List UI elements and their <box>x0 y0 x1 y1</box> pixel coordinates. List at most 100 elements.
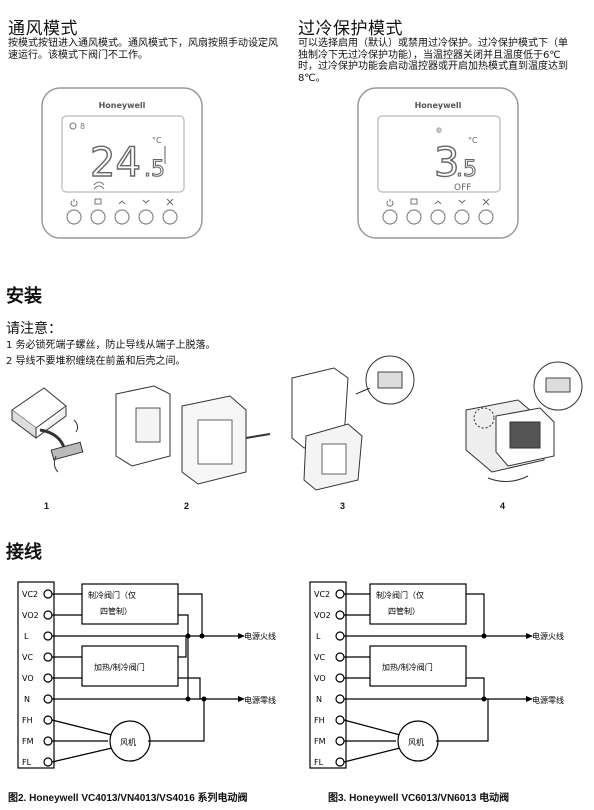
down-button[interactable] <box>138 209 154 225</box>
terminal-label: VO2 <box>22 611 39 620</box>
terminal-screw <box>43 589 53 599</box>
terminal-label: N <box>24 695 30 704</box>
wiring-diagram-1: VC2 VO2 L VC VO N FH FM FL <box>17 581 276 769</box>
thermostat2-temp: 3 <box>434 140 459 186</box>
chevron-down-icon <box>458 199 466 204</box>
terminal-label: FL <box>22 758 32 767</box>
terminal-screw <box>335 631 345 641</box>
figure-caption-3: 图3. Honeywell VC6013/VN6013 电动阀 <box>328 793 510 804</box>
chevron-up-icon <box>434 200 442 205</box>
valve-heat-label: 加热/制冷阀门 <box>94 662 145 672</box>
install-step-3-illustration <box>291 355 415 491</box>
terminal-screw <box>335 589 345 599</box>
overcool-line: 可以选择启用（默认）或禁用过冷保护。过冷保护模式下（单 <box>298 38 568 49</box>
live-wire-label: 电源火线 <box>532 631 564 641</box>
fan-mode-description: 按模式按钮进入通风模式。通风模式下，风扇按照手动设定风 速运行。该模式下阀门不工… <box>8 38 293 61</box>
terminal-screw <box>335 736 345 746</box>
fan-speed-button[interactable] <box>162 209 178 225</box>
arrow-icon <box>526 696 533 702</box>
power-button[interactable] <box>66 209 82 225</box>
overcool-line: 8℃。 <box>298 72 326 84</box>
mode-icon <box>410 198 418 205</box>
terminal-label: VO <box>314 674 326 683</box>
thermostat2-temp-decimal: .5 <box>456 157 477 182</box>
terminal-label: FL <box>314 758 324 767</box>
thermostat2-unit: °C <box>468 136 478 145</box>
down-button[interactable] <box>454 209 470 225</box>
neutral-wire-label: 电源零线 <box>532 695 564 705</box>
fan-label: 风机 <box>120 737 136 747</box>
install-item: 2 导线不要堆积缠绕在前盖和后壳之间。 <box>6 356 186 367</box>
step-number: 4 <box>500 501 506 511</box>
terminal-screw <box>335 652 345 662</box>
terminal-screw <box>43 631 53 641</box>
install-step-1-illustration <box>11 387 84 473</box>
thermostat1-temp: 24 <box>90 140 141 186</box>
clock-icon <box>69 122 77 130</box>
up-button[interactable] <box>430 209 446 225</box>
valve-cool-label: 四管制） <box>388 606 420 616</box>
valve-heat-label: 加热/制冷阀门 <box>382 662 433 672</box>
chevron-up-icon <box>118 200 126 205</box>
terminal-screw <box>43 736 53 746</box>
terminal-screw <box>335 757 345 767</box>
terminal-label: FH <box>314 716 325 725</box>
mode-button[interactable] <box>90 209 106 225</box>
neutral-wire-label: 电源零线 <box>244 695 276 705</box>
svg-text:◍: ◍ <box>436 126 442 134</box>
fan-speed-icon <box>166 198 174 206</box>
terminal-label: L <box>24 632 29 641</box>
power-icon <box>386 199 394 207</box>
live-wire-label: 电源火线 <box>244 631 276 641</box>
install-step-4-illustration <box>465 361 583 482</box>
terminal-label: VC <box>314 653 325 662</box>
thermostat1-temp-decimal: .5 <box>144 157 165 182</box>
fan-label: 风机 <box>408 737 424 747</box>
thermostat-overcool-illustration: Honeywell ◍ 3 .5 °C OFF <box>357 87 519 239</box>
fan-speed-icon <box>482 198 490 206</box>
power-button[interactable] <box>382 209 398 225</box>
chevron-down-icon <box>142 199 150 204</box>
fan-mode-line: 速运行。该模式下阀门不工作。 <box>8 49 148 61</box>
power-icon <box>70 199 78 207</box>
terminal-label: VC2 <box>22 590 38 599</box>
svg-text:8: 8 <box>80 122 85 131</box>
valve-cool-label: 制冷阀门（仅 <box>376 590 424 600</box>
install-step-2-illustration <box>115 385 271 485</box>
terminal-label: VC <box>22 653 33 662</box>
terminal-screw <box>335 694 345 704</box>
fan-mode-line: 按模式按钮进入通风模式。通风模式下，风扇按照手动设定风 <box>8 38 278 49</box>
mode-button[interactable] <box>406 209 422 225</box>
fan-icon <box>93 181 105 190</box>
fan-speed-button[interactable] <box>478 209 494 225</box>
step-number: 2 <box>184 501 190 511</box>
terminal-screw <box>43 610 53 620</box>
terminal-screw <box>335 715 345 725</box>
thermostat-fan-mode-illustration: Honeywell 8 24 .5 °C <box>41 87 203 239</box>
up-button[interactable] <box>114 209 130 225</box>
install-item: 1 务必锁死端子螺丝，防止导线从端子上脱落。 <box>6 340 216 351</box>
terminal-label: FH <box>22 716 33 725</box>
terminal-screw <box>335 673 345 683</box>
terminal-label: VC2 <box>314 590 330 599</box>
terminal-label: FM <box>22 737 34 746</box>
terminal-screw <box>43 652 53 662</box>
overcool-line: 独制冷下无过冷保护功能），当温控器关闭并且温度低于6℃ <box>298 49 561 61</box>
terminal-label: VO <box>22 674 34 683</box>
thermostat1-unit: °C <box>152 136 162 145</box>
terminal-screw <box>43 673 53 683</box>
overcool-line: 时，过冷保护功能会启动温控器或开启加热模式直到温度达到 <box>298 61 568 72</box>
wiring-title: 接线 <box>6 542 42 563</box>
thermostat2-status: OFF <box>454 183 471 193</box>
terminal-screw <box>335 610 345 620</box>
thermostat1-brand: Honeywell <box>99 101 146 110</box>
fan-mode-title: 通风模式 <box>8 19 78 39</box>
valve-cool-label: 制冷阀门（仅 <box>88 590 136 600</box>
install-list: 1 务必锁死端子螺丝，防止导线从端子上脱落。 2 导线不要堆积缠绕在前盖和后壳之… <box>6 338 216 370</box>
terminal-label: VO2 <box>314 611 331 620</box>
terminal-label: N <box>316 695 322 704</box>
terminal-label: L <box>316 632 321 641</box>
figure-caption-2: 图2. Honeywell VC4013/VN4013/VS4016 系列电动阀 <box>8 793 248 804</box>
overcool-mode-description: 可以选择启用（默认）或禁用过冷保护。过冷保护模式下（单 独制冷下无过冷保护功能）… <box>298 38 590 84</box>
overcool-mode-title: 过冷保护模式 <box>298 19 403 39</box>
